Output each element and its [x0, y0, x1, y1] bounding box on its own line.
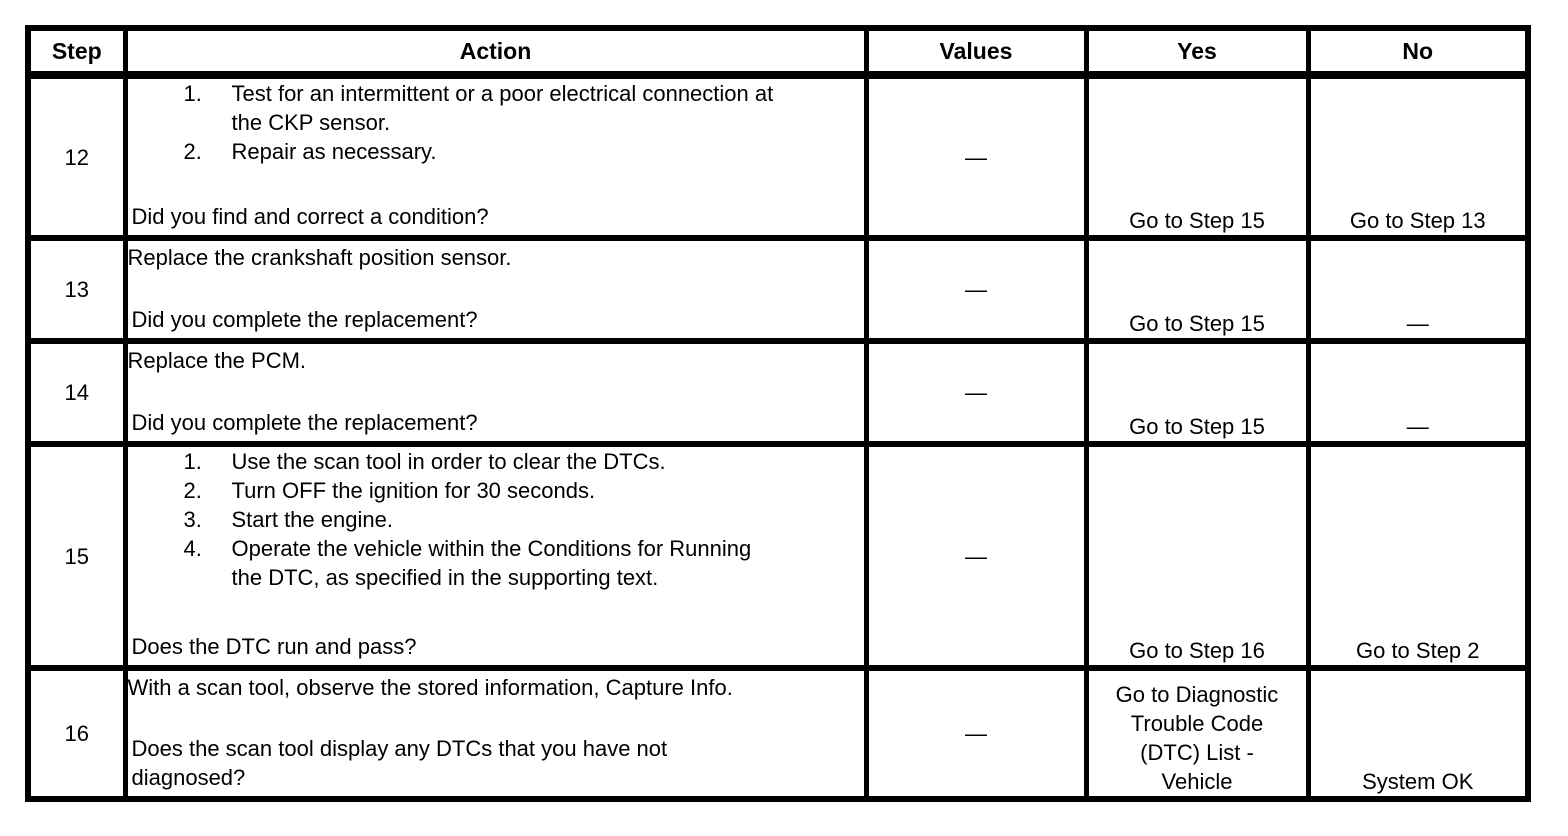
- values-cell: —: [863, 441, 1089, 671]
- action-question: Did you complete the replacement?: [131, 410, 478, 435]
- column-header-no: No: [1305, 25, 1531, 79]
- header-row: Step Action Values Yes No: [25, 25, 1531, 79]
- table-row-step-16: 16 With a scan tool, observe the stored …: [25, 665, 1531, 802]
- yes-cell: Go to Step 15: [1083, 72, 1311, 241]
- list-number: 1.: [183, 449, 202, 474]
- list-text: Operate the vehicle within the Condition…: [231, 536, 752, 590]
- action-list-item: 2. Turn OFF the ignition for 30 seconds.: [130, 476, 861, 505]
- table-row-step-12: 12 1. Test for an intermittent or a poor…: [25, 72, 1531, 241]
- column-header-values: Values: [863, 25, 1089, 79]
- action-list-item: 2. Repair as necessary.: [130, 137, 861, 166]
- step-number: 15: [25, 441, 128, 671]
- table-row-step-14: 14 Replace the PCM. Did you complete the…: [25, 338, 1531, 447]
- list-text: Test for an intermittent or a poor elect…: [231, 81, 774, 135]
- step-number: 13: [25, 235, 128, 344]
- list-number: 2.: [183, 478, 202, 503]
- action-cell: 1. Use the scan tool in order to clear t…: [122, 441, 869, 671]
- values-cell: —: [863, 235, 1089, 344]
- yes-cell: Go to Step 15: [1083, 235, 1311, 344]
- action-question: Did you complete the replacement?: [131, 307, 478, 332]
- table-row-step-13: 13 Replace the crankshaft position senso…: [25, 235, 1531, 344]
- values-cell: —: [863, 665, 1089, 802]
- column-header-action: Action: [122, 25, 869, 79]
- column-header-step: Step: [25, 25, 128, 79]
- no-cell: System OK: [1305, 665, 1531, 802]
- action-statement: Replace the crankshaft position sensor.: [127, 245, 512, 270]
- step-number: 14: [25, 338, 128, 447]
- no-cell: Go to Step 13: [1305, 72, 1531, 241]
- action-cell: With a scan tool, observe the stored inf…: [122, 665, 869, 802]
- action-question: Does the DTC run and pass?: [131, 634, 417, 659]
- diagnostic-steps-table: Step Action Values Yes No 12 1. Test for…: [25, 25, 1531, 802]
- list-text: Use the scan tool in order to clear the …: [231, 449, 666, 474]
- yes-cell: Go to Diagnostic Trouble Code (DTC) List…: [1083, 665, 1311, 802]
- list-text: Repair as necessary.: [231, 139, 437, 164]
- step-number: 16: [25, 665, 128, 802]
- action-statement: Replace the PCM.: [127, 348, 307, 373]
- action-question: Does the scan tool display any DTCs that…: [131, 736, 668, 790]
- no-cell: Go to Step 2: [1305, 441, 1531, 671]
- action-statement: With a scan tool, observe the stored inf…: [127, 675, 733, 700]
- list-number: 4.: [183, 536, 202, 561]
- action-cell: Replace the crankshaft position sensor. …: [122, 235, 869, 344]
- step-number: 12: [25, 72, 128, 241]
- action-list-item: 3. Start the engine.: [130, 505, 861, 534]
- list-number: 1.: [183, 81, 202, 106]
- no-cell: —: [1305, 338, 1531, 447]
- action-question: Did you find and correct a condition?: [131, 204, 489, 229]
- table-row-step-15: 15 1. Use the scan tool in order to clea…: [25, 441, 1531, 671]
- values-cell: —: [863, 72, 1089, 241]
- action-list-item: 4. Operate the vehicle within the Condit…: [130, 534, 861, 592]
- list-text: Turn OFF the ignition for 30 seconds.: [231, 478, 596, 503]
- yes-cell: Go to Step 15: [1083, 338, 1311, 447]
- list-number: 2.: [183, 139, 202, 164]
- action-cell: Replace the PCM. Did you complete the re…: [122, 338, 869, 447]
- list-text: Start the engine.: [231, 507, 393, 532]
- action-list-item: 1. Test for an intermittent or a poor el…: [130, 81, 861, 137]
- column-header-yes: Yes: [1083, 25, 1311, 79]
- list-number: 3.: [183, 507, 202, 532]
- no-cell: —: [1305, 235, 1531, 344]
- action-cell: 1. Test for an intermittent or a poor el…: [122, 72, 869, 241]
- action-list-item: 1. Use the scan tool in order to clear t…: [130, 449, 861, 476]
- values-cell: —: [863, 338, 1089, 447]
- yes-cell: Go to Step 16: [1083, 441, 1311, 671]
